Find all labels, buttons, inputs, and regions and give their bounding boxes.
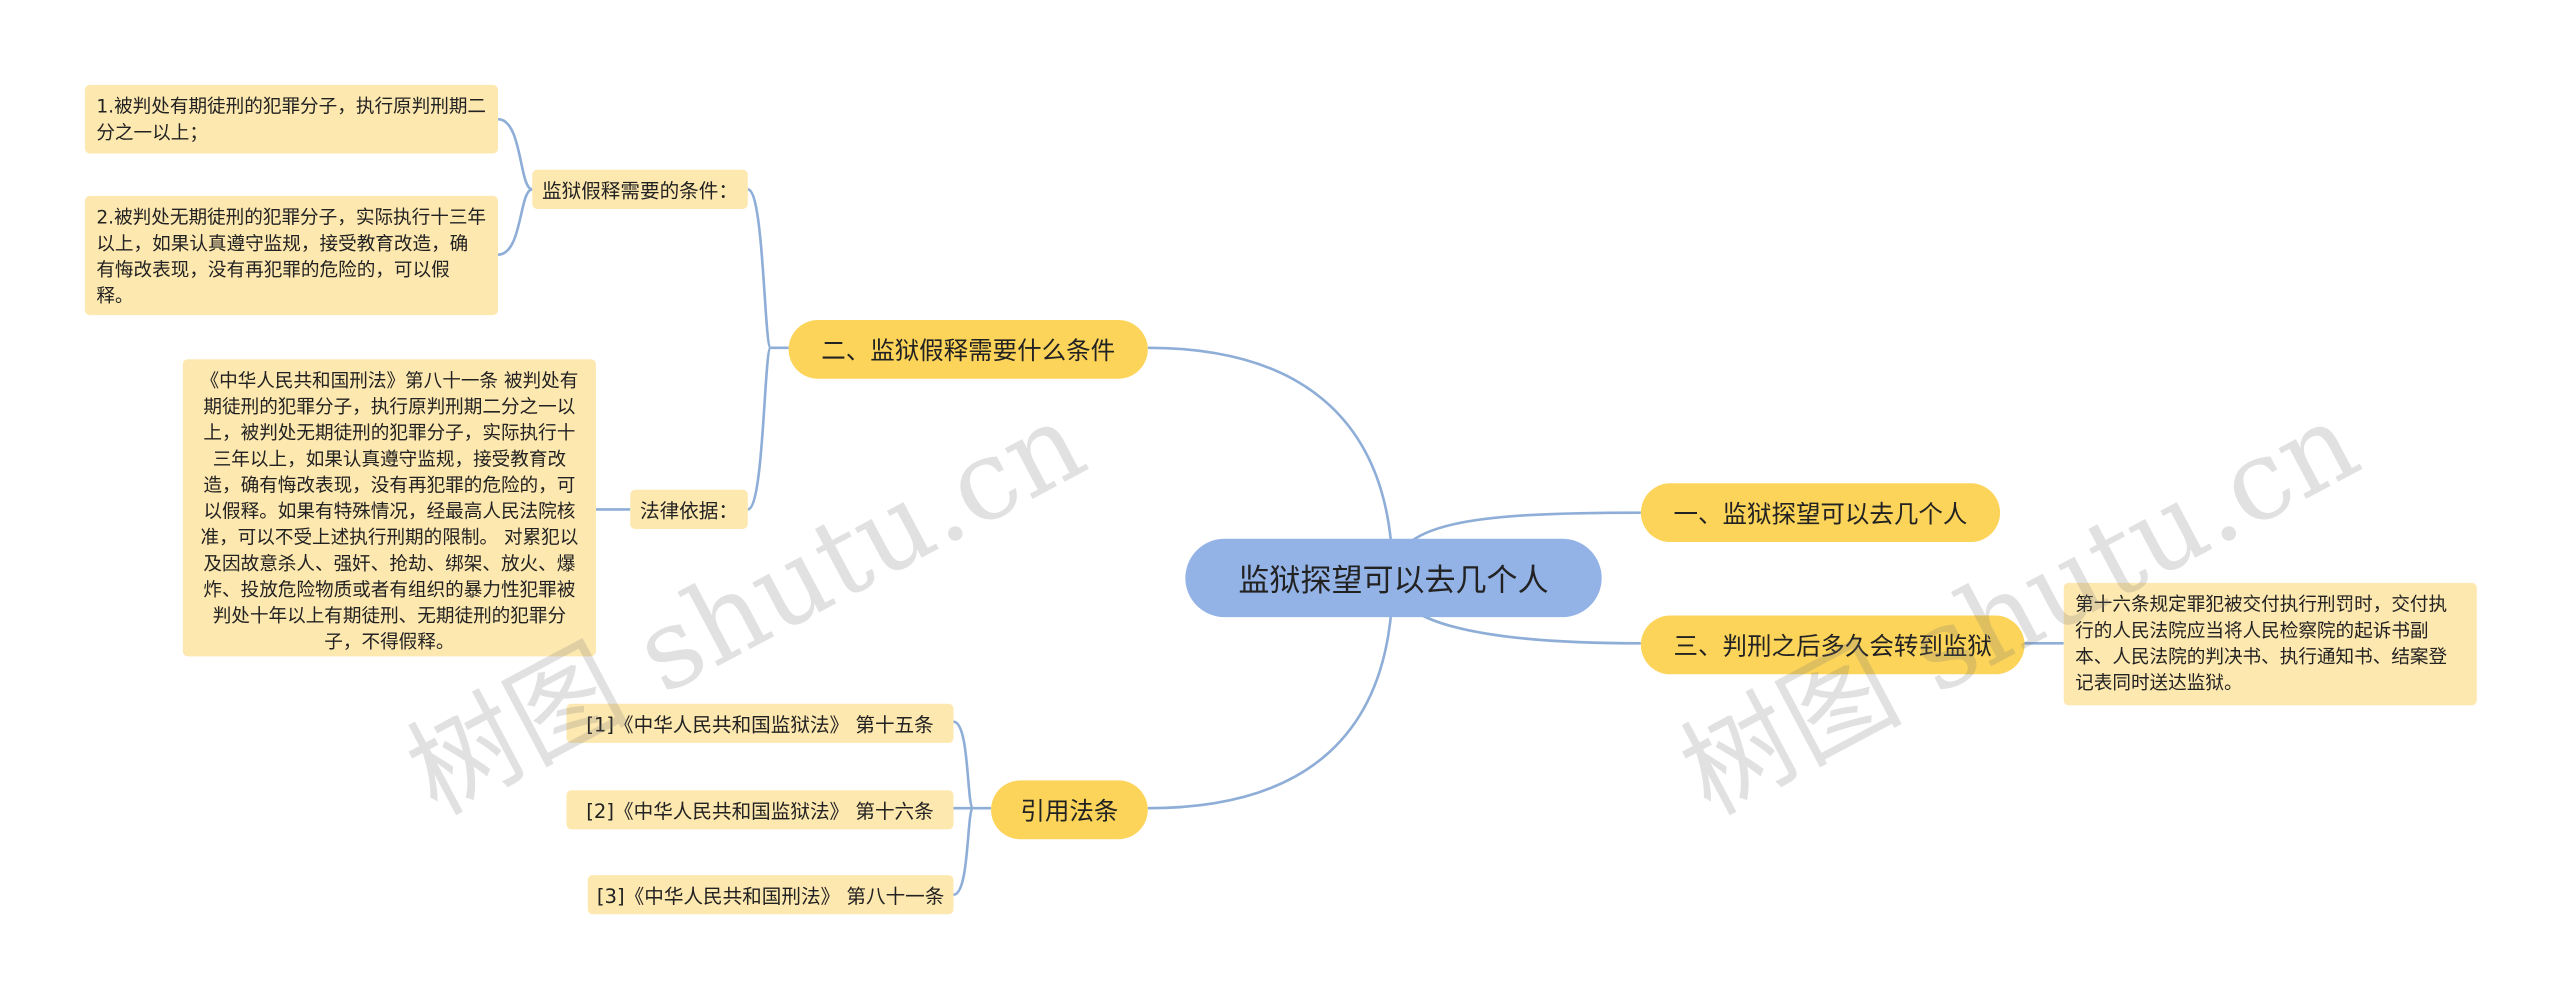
citation-1[interactable]: [1]《中华人民共和国监狱法》 第十五条	[566, 703, 954, 743]
branch-visit-count[interactable]: 一、监狱探望可以去几个人	[1640, 483, 2001, 543]
legal-basis-label[interactable]: 法律依据：	[630, 489, 748, 529]
citation-3[interactable]: [3]《中华人民共和国刑法》 第八十一条	[587, 875, 954, 915]
conditions-label[interactable]: 监狱假释需要的条件：	[532, 169, 748, 209]
branch-parole-conditions-text: 二、监狱假释需要什么条件	[821, 335, 1116, 365]
transfer-detail-text: 第十六条规定罪犯被交付执行刑罚时，交付执行的人民法院应当将人民检察院的起诉书副本…	[2075, 592, 2448, 694]
citation-3-text: [3]《中华人民共和国刑法》 第八十一条	[596, 884, 945, 907]
condition-item-1[interactable]: 1.被判处有期徒刑的犯罪分子，执行原判刑期二分之一以上；	[84, 84, 498, 154]
root-topic-text: 监狱探望可以去几个人	[1238, 562, 1549, 599]
citation-1-text: [1]《中华人民共和国监狱法》 第十五条	[586, 712, 934, 736]
legal-basis-text-content: 《中华人民共和国刑法》第八十一条 被判处有期徒刑的犯罪分子，执行原判刑期二分之一…	[200, 368, 579, 654]
condition-item-2-text: 2.被判处无期徒刑的犯罪分子，实际执行十三年以上，如果认真遵守监规，接受教育改造…	[96, 205, 487, 307]
condition-item-2[interactable]: 2.被判处无期徒刑的犯罪分子，实际执行十三年以上，如果认真遵守监规，接受教育改造…	[84, 195, 498, 316]
branch-citations[interactable]: 引用法条	[991, 780, 1148, 840]
root-topic[interactable]: 监狱探望可以去几个人	[1185, 538, 1602, 618]
citation-2[interactable]: [2]《中华人民共和国监狱法》 第十六条	[566, 790, 954, 830]
conditions-label-text: 监狱假释需要的条件：	[542, 178, 738, 202]
transfer-detail[interactable]: 第十六条规定罪犯被交付执行刑罚时，交付执行的人民法院应当将人民检察院的起诉书副本…	[2063, 582, 2477, 706]
branch-transfer-time-text: 三、判刑之后多久会转到监狱	[1673, 631, 1992, 661]
branch-citations-text: 引用法条	[1020, 795, 1119, 826]
citation-2-text: [2]《中华人民共和国监狱法》 第十六条	[586, 799, 934, 823]
condition-item-1-text: 1.被判处有期徒刑的犯罪分子，执行原判刑期二分之一以上；	[96, 94, 487, 144]
branch-visit-count-text: 一、监狱探望可以去几个人	[1673, 498, 1968, 529]
branch-parole-conditions[interactable]: 二、监狱假释需要什么条件	[788, 320, 1148, 379]
legal-basis-label-text: 法律依据：	[639, 498, 738, 522]
legal-basis-text[interactable]: 《中华人民共和国刑法》第八十一条 被判处有期徒刑的犯罪分子，执行原判刑期二分之一…	[182, 359, 596, 657]
branch-transfer-time[interactable]: 三、判刑之后多久会转到监狱	[1640, 615, 2025, 675]
